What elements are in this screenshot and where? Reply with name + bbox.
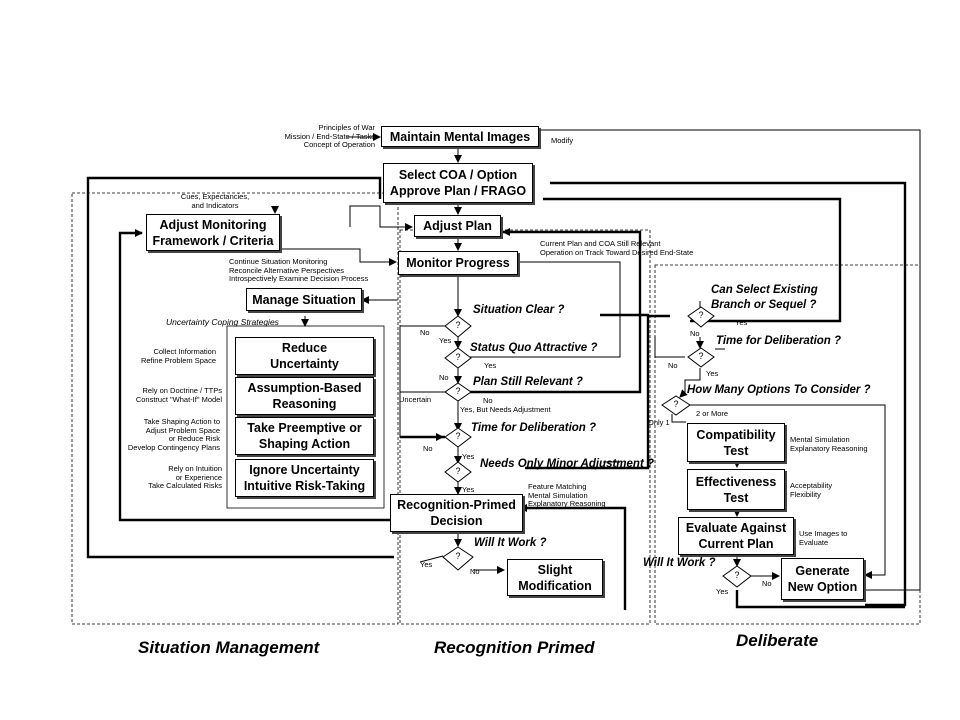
two-or-more-label: 2 or More	[696, 409, 729, 418]
frame-deliberate	[654, 264, 921, 625]
yes-label: Yes	[716, 587, 729, 596]
decision-plan-relevant	[444, 382, 472, 402]
yes-label: Yes	[462, 452, 475, 461]
adjust-plan-box: Adjust Plan	[414, 215, 501, 237]
reduce-uncertainty-box: Reduce Uncertainty	[235, 337, 374, 375]
decision-can-select	[687, 306, 715, 328]
diamond-mark: ?	[698, 310, 704, 320]
question-time-deliberation-1: Time for Deliberation ?	[471, 422, 597, 434]
diamond-mark: ?	[455, 466, 461, 476]
yes-label: Yes	[462, 485, 475, 494]
diamond-mark: ?	[698, 351, 704, 361]
yes-label: Yes	[735, 318, 748, 327]
no-label: No	[762, 579, 772, 588]
adjust-monitoring-box: Adjust Monitoring Framework / Criteria	[146, 214, 280, 251]
question-situation-clear: Situation Clear ?	[473, 304, 565, 316]
no-label: No	[690, 329, 700, 338]
diamond-mark: ?	[455, 431, 461, 441]
section-situation-management: Situation Management	[138, 638, 320, 657]
effectiveness-test-box: Effectiveness Test	[687, 469, 785, 510]
shaping-action-note: Take Shaping Action to Adjust Problem Sp…	[127, 417, 220, 452]
compatibility-test-box: Compatibility Test	[687, 423, 785, 462]
diamond-mark: ?	[455, 386, 461, 396]
question-will-it-work-1: Will It Work ?	[474, 537, 547, 549]
diamond-mark: ?	[455, 352, 461, 362]
yes-label: Yes	[420, 560, 433, 569]
monitor-progress-box: Monitor Progress	[398, 251, 518, 275]
take-preemptive-box: Take Preemptive or Shaping Action	[235, 417, 374, 455]
yes-label: Yes	[439, 336, 452, 345]
collect-info-note: Collect Information Refine Problem Space	[140, 347, 216, 365]
decision-will-it-work-2	[722, 565, 752, 588]
yes-label: Yes	[484, 361, 497, 370]
question-can-select: Can Select Existing Branch or Sequel ?	[711, 284, 818, 311]
only-one-label: Only 1	[648, 418, 670, 427]
decision-will-it-work-1	[442, 546, 474, 571]
diamond-mark: ?	[455, 551, 461, 561]
no-label: No	[483, 396, 493, 405]
section-recognition-primed: Recognition Primed	[434, 638, 595, 657]
diamond-mark: ?	[734, 570, 740, 580]
section-deliberate: Deliberate	[736, 631, 819, 650]
feature-matching-note: Feature Matching Mental Simulation Expla…	[528, 482, 606, 508]
generate-new-option-box: Generate New Option	[781, 558, 864, 600]
yes-but-label: Yes, But Needs Adjustment	[460, 405, 551, 414]
no-label: No	[470, 567, 480, 576]
diamond-mark: ?	[455, 320, 461, 330]
decision-time-deliberation-2	[687, 347, 715, 368]
use-images-note: Use Images to Evaluate	[799, 529, 848, 547]
no-label: No	[439, 373, 449, 382]
rely-doctrine-note: Rely on Doctrine / TTPs Construct "What-…	[135, 386, 222, 404]
no-label: No	[423, 444, 433, 453]
decision-how-many	[661, 395, 691, 416]
question-time-deliberation-2: Time for Deliberation ?	[716, 335, 842, 347]
acceptability-note: Acceptability Flexibility	[790, 481, 833, 499]
principles-note: Principles of War Mission / End-State / …	[284, 123, 375, 149]
current-plan-note: Current Plan and COA Still Relevant Oper…	[540, 239, 694, 257]
question-status-quo: Status Quo Attractive ?	[470, 342, 598, 354]
yes-label: Yes	[706, 369, 719, 378]
manage-situation-box: Manage Situation	[246, 288, 362, 311]
question-plan-relevant: Plan Still Relevant ?	[473, 376, 583, 388]
question-how-many: How Many Options To Consider ?	[687, 384, 871, 396]
frame-situation-management	[71, 192, 399, 625]
decision-time-deliberation-1	[444, 427, 472, 448]
decision-situation-clear	[444, 315, 472, 338]
mental-sim-note: Mental Simulation Explanatory Reasoning	[790, 435, 868, 453]
uncertain-label: Uncertain	[399, 395, 432, 404]
decision-minor-adjustment	[444, 461, 472, 483]
assumption-based-box: Assumption-Based Reasoning	[235, 377, 374, 415]
continue-monitoring-note: Continue Situation Monitoring Reconcile …	[229, 257, 369, 283]
ignore-uncertainty-box: Ignore Uncertainty Intuitive Risk-Taking	[235, 459, 374, 497]
modify-note: Modify	[551, 136, 574, 145]
cues-note: Cues, Expectancies, and Indicators	[180, 192, 250, 210]
question-will-it-work-2: Will It Work ?	[643, 557, 716, 569]
decision-status-quo	[444, 347, 472, 369]
slight-modification-box: Slight Modification	[507, 559, 603, 596]
coping-strategies-label: Uncertainty Coping Strategies	[166, 317, 279, 327]
rpd-box: Recognition-Primed Decision	[390, 494, 523, 532]
select-coa-box: Select COA / Option Approve Plan / FRAGO	[383, 163, 533, 203]
no-label: No	[420, 328, 430, 337]
evaluate-against-box: Evaluate Against Current Plan	[678, 517, 794, 555]
diamond-mark: ?	[673, 399, 679, 409]
no-label: No	[668, 361, 678, 370]
rely-intuition-note: Rely on Intuition or Experience Take Cal…	[148, 464, 222, 490]
maintain-mental-images-box: Maintain Mental Images	[381, 126, 539, 147]
question-minor-adjustment: Needs Only Minor Adjustment ?	[480, 458, 655, 470]
